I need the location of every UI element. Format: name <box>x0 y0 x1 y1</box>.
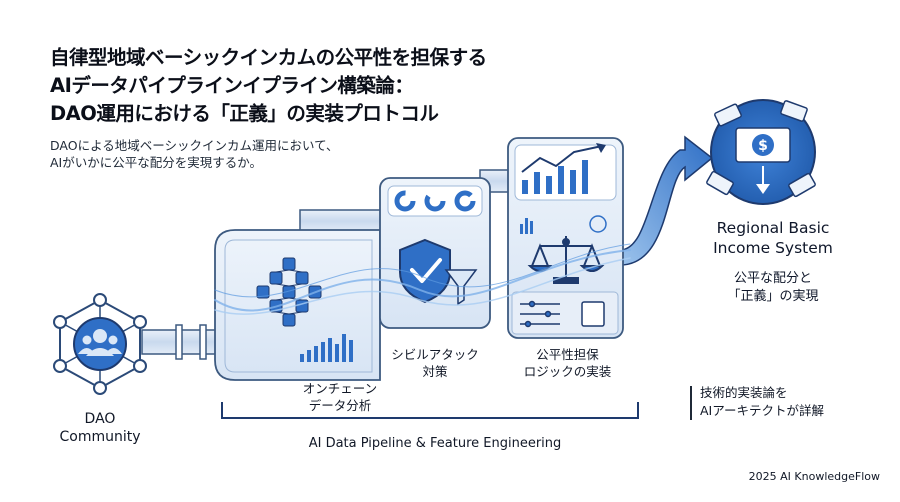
inlet-pipe <box>141 324 221 360</box>
sybil-label: シビルアタック 対策 <box>391 347 479 379</box>
data-stream <box>214 243 631 315</box>
pipeline-bracket <box>221 402 639 419</box>
rbis-subtitle: 公平な配分と 「正義」の実現 <box>727 271 819 304</box>
footer-credit: 2025 AI KnowledgeFlow <box>748 470 880 483</box>
svg-text:$: $ <box>758 138 768 154</box>
subtitle: DAOによる地域ベーシックインカム運用において、 AIがいかに公平な配分を実現す… <box>50 137 338 171</box>
dollar-icon: $ <box>752 134 774 156</box>
slider-icons <box>520 300 605 328</box>
pipeline-label: AI Data Pipeline & Feature Engineering <box>308 436 562 451</box>
subtitle-line-2: AIがいかに公平な配分を実現するか。 <box>50 155 262 170</box>
subtitle-line-1: DAOによる地域ベーシックインカム運用において、 <box>50 138 339 153</box>
bar-chart-icon <box>300 334 353 362</box>
fairness-label: 公平性担保 ロジックの実装 <box>523 347 612 379</box>
dao-label: DAO Community <box>59 411 141 445</box>
money-icon: $ <box>706 99 816 205</box>
page-title: 自律型地域ベーシックインカムの公平性を担保する AIデータパイプラインイプライン… <box>50 44 570 128</box>
tech-note: 技術的実装論を AIアーキテクトが詳解 <box>700 385 824 418</box>
mini-chart-icons <box>520 215 607 234</box>
people-icon <box>78 329 122 356</box>
rbis-title: Regional Basic Income System <box>713 219 833 257</box>
title-line-2: AIデータパイプラインイプライン構築論： <box>50 74 414 97</box>
sybil-panel <box>379 177 491 329</box>
tech-note-bar <box>690 386 692 420</box>
donut-icons <box>394 190 476 212</box>
dao-network <box>53 293 147 395</box>
title-line-3: DAO運用における「正義」の実装プロトコル <box>50 102 439 125</box>
line-chart-icon <box>521 143 606 194</box>
onchain-label: オンチェーン データ分析 <box>302 381 378 413</box>
title-line-1: 自律型地域ベーシックインカムの公平性を担保する <box>50 46 487 69</box>
fairness-panel <box>507 137 624 339</box>
